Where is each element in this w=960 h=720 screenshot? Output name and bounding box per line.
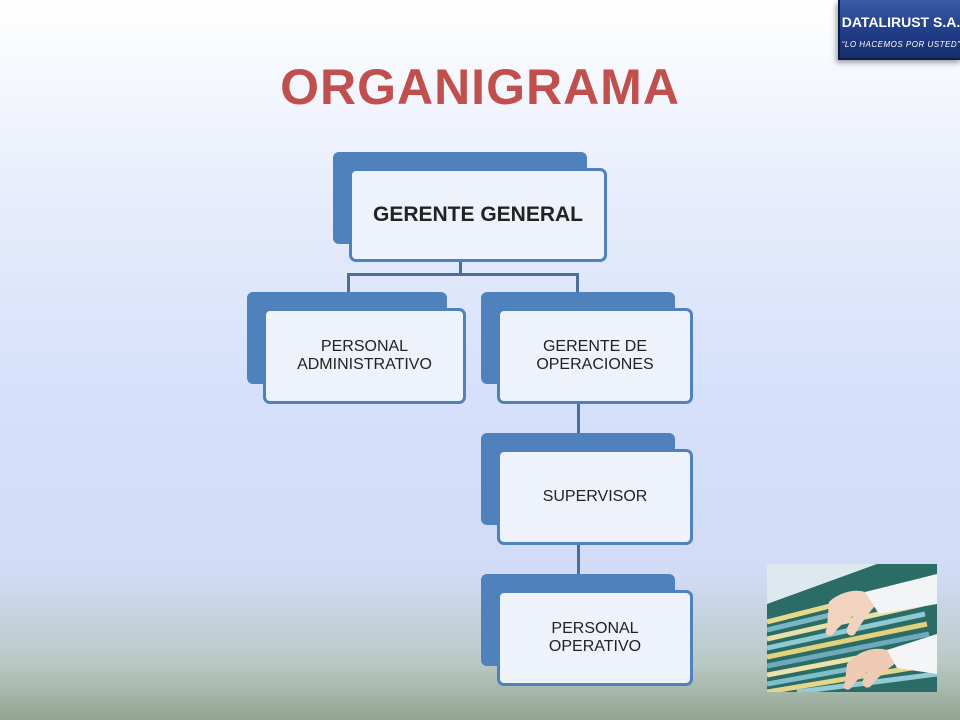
photo-illustration (767, 564, 937, 692)
node-label-line: OPERATIVO (548, 638, 642, 655)
node-label-line: ADMINISTRATIVO (297, 356, 432, 373)
node-label-line: OPERACIONES (536, 356, 654, 373)
node-personal-operativo: PERSONAL OPERATIVO (481, 574, 693, 686)
logo-company-name: DATALIRUST S.A. (841, 14, 960, 30)
connector-supervisor-operativo (577, 527, 580, 577)
page-title: ORGANIGRAMA (280, 59, 680, 115)
node-front-panel: PERSONAL OPERATIVO (497, 590, 693, 686)
node-label-line: PERSONAL (551, 620, 639, 637)
connector-to-administrativo (347, 273, 350, 293)
node-label-line: PERSONAL (320, 338, 409, 355)
company-logo: DATALIRUST S.A. “LO HACEMOS POR USTED” (838, 0, 960, 60)
logo-slogan: “LO HACEMOS POR USTED” (841, 40, 960, 49)
node-front-panel: GERENTE DE OPERACIONES (497, 308, 693, 404)
node-gerente-operaciones: GERENTE DE OPERACIONES (481, 292, 693, 404)
connector-horizontal (347, 273, 579, 276)
node-label-line: GERENTE DE (542, 338, 647, 355)
node-gerente-general: GERENTE GENERAL (333, 152, 607, 262)
node-front-panel: SUPERVISOR (497, 449, 693, 545)
node-personal-administrativo: PERSONAL ADMINISTRATIVO (247, 292, 466, 404)
node-label-gerente-general: GERENTE GENERAL (372, 203, 584, 226)
node-label-supervisor: SUPERVISOR (542, 488, 648, 505)
connector-operaciones-supervisor (577, 386, 580, 436)
connector-to-operaciones (576, 273, 579, 293)
node-front-panel: PERSONAL ADMINISTRATIVO (263, 308, 466, 404)
node-supervisor: SUPERVISOR (481, 433, 693, 545)
node-front-panel: GERENTE GENERAL (349, 168, 607, 262)
hands-filing-folders-photo (767, 564, 937, 692)
